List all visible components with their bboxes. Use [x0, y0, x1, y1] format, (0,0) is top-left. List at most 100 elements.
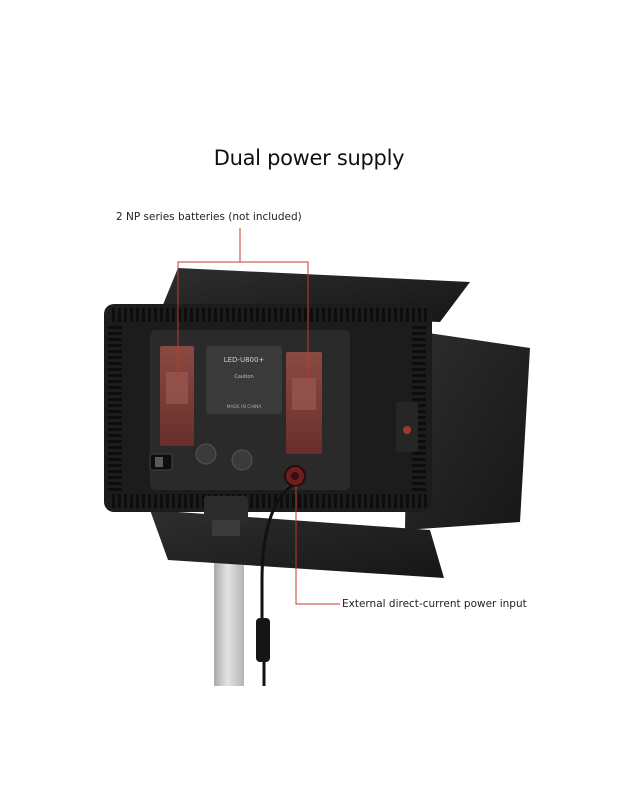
heat-sink-fin: [124, 494, 127, 508]
heat-sink-fin: [412, 410, 426, 413]
heat-sink-fin: [108, 368, 122, 371]
right-barn-door: [405, 330, 530, 530]
heat-sink-fin: [364, 494, 367, 508]
heat-sink-fin: [328, 308, 331, 322]
heat-sink-fin: [412, 422, 426, 425]
heat-sink-fin: [108, 380, 122, 383]
heat-sink-fin: [370, 494, 373, 508]
shoe-mount-base: [212, 520, 240, 536]
heat-sink-fin: [424, 494, 427, 508]
heat-sink-fin: [358, 308, 361, 322]
heat-sink-fin: [304, 308, 307, 322]
heat-sink-fin: [412, 440, 426, 443]
heat-sink-fin: [142, 308, 145, 322]
heat-sink-fin: [406, 308, 409, 322]
heat-sink-fin: [340, 494, 343, 508]
heat-sink-fin: [208, 308, 211, 322]
cable-ferrite: [256, 618, 270, 662]
page-title: Dual power supply: [213, 146, 405, 170]
heat-sink-fin: [412, 416, 426, 419]
heat-sink-fin: [376, 308, 379, 322]
heat-sink-fin: [412, 470, 426, 473]
heat-sink-fin: [298, 494, 301, 508]
heat-sink-fin: [394, 494, 397, 508]
heat-sink-fin: [108, 338, 122, 341]
heat-sink-fin: [316, 494, 319, 508]
heat-sink-fin: [108, 476, 122, 479]
heat-sink-fin: [256, 494, 259, 508]
power-switch-rocker: [155, 457, 163, 467]
heat-sink-fin: [412, 464, 426, 467]
heat-sink-fin: [412, 488, 426, 491]
heat-sink-fin: [382, 308, 385, 322]
heat-sink-fin: [190, 308, 193, 322]
side-mount-screw: [403, 426, 411, 434]
heat-sink-fin: [412, 458, 426, 461]
right-battery-label: [292, 378, 316, 410]
heat-sink-fin: [412, 308, 415, 322]
heat-sink-fin: [412, 428, 426, 431]
heat-sink-fin: [268, 308, 271, 322]
heat-sink-fin: [178, 494, 181, 508]
heat-sink-fin: [214, 308, 217, 322]
caution-label: Caution: [234, 374, 253, 380]
heat-sink-fin: [196, 308, 199, 322]
heat-sink-fin: [154, 494, 157, 508]
heat-sink-fin: [148, 308, 151, 322]
heat-sink-fin: [108, 344, 122, 347]
heat-sink-fin: [148, 494, 151, 508]
color-temp-knob: [231, 449, 253, 471]
made-in-label: MADE IN CHINA: [226, 404, 262, 410]
heat-sink-fin: [142, 494, 145, 508]
heat-sink-fin: [108, 428, 122, 431]
heat-sink-fin: [108, 326, 122, 329]
heat-sink-fin: [112, 308, 115, 322]
heat-sink-fin: [412, 338, 426, 341]
heat-sink-fin: [412, 380, 426, 383]
left-battery-label: [166, 372, 188, 404]
heat-sink-fin: [406, 494, 409, 508]
bottom-barn-door: [150, 510, 444, 578]
heat-sink-fin: [202, 308, 205, 322]
heat-sink-fin: [412, 386, 426, 389]
heat-sink-fin: [412, 332, 426, 335]
heat-sink-fins: [108, 308, 427, 508]
heat-sink-fin: [108, 440, 122, 443]
heat-sink-fin: [412, 350, 426, 353]
heat-sink-fin: [184, 494, 187, 508]
heat-sink-fin: [388, 494, 391, 508]
heat-sink-fin: [154, 308, 157, 322]
heat-sink-fin: [310, 308, 313, 322]
heat-sink-fin: [412, 368, 426, 371]
heat-sink-fin: [412, 362, 426, 365]
heat-sink-fin: [418, 308, 421, 322]
heat-sink-fin: [130, 308, 133, 322]
heat-sink-fin: [412, 482, 426, 485]
heat-sink-fin: [172, 494, 175, 508]
heat-sink-fin: [322, 494, 325, 508]
heat-sink-fin: [268, 494, 271, 508]
heat-sink-fin: [238, 308, 241, 322]
heat-sink-fin: [108, 416, 122, 419]
dc-input-callout-line: [295, 486, 340, 605]
heat-sink-fin: [412, 344, 426, 347]
heat-sink-fin: [352, 494, 355, 508]
heat-sink-fin: [108, 374, 122, 377]
heat-sink-fin: [108, 464, 122, 467]
heat-sink-fin: [412, 446, 426, 449]
heat-sink-fin: [274, 308, 277, 322]
heat-sink-fin: [280, 494, 283, 508]
heat-sink-fin: [310, 494, 313, 508]
heat-sink-fin: [370, 308, 373, 322]
brightness-knob: [195, 443, 217, 465]
heat-sink-fin: [136, 494, 139, 508]
heat-sink-fin: [232, 308, 235, 322]
heat-sink-fin: [424, 308, 427, 322]
heat-sink-fin: [108, 332, 122, 335]
heat-sink-fin: [220, 308, 223, 322]
heat-sink-fin: [274, 494, 277, 508]
heat-sink-fin: [412, 452, 426, 455]
heat-sink-fin: [108, 452, 122, 455]
heat-sink-fin: [412, 404, 426, 407]
